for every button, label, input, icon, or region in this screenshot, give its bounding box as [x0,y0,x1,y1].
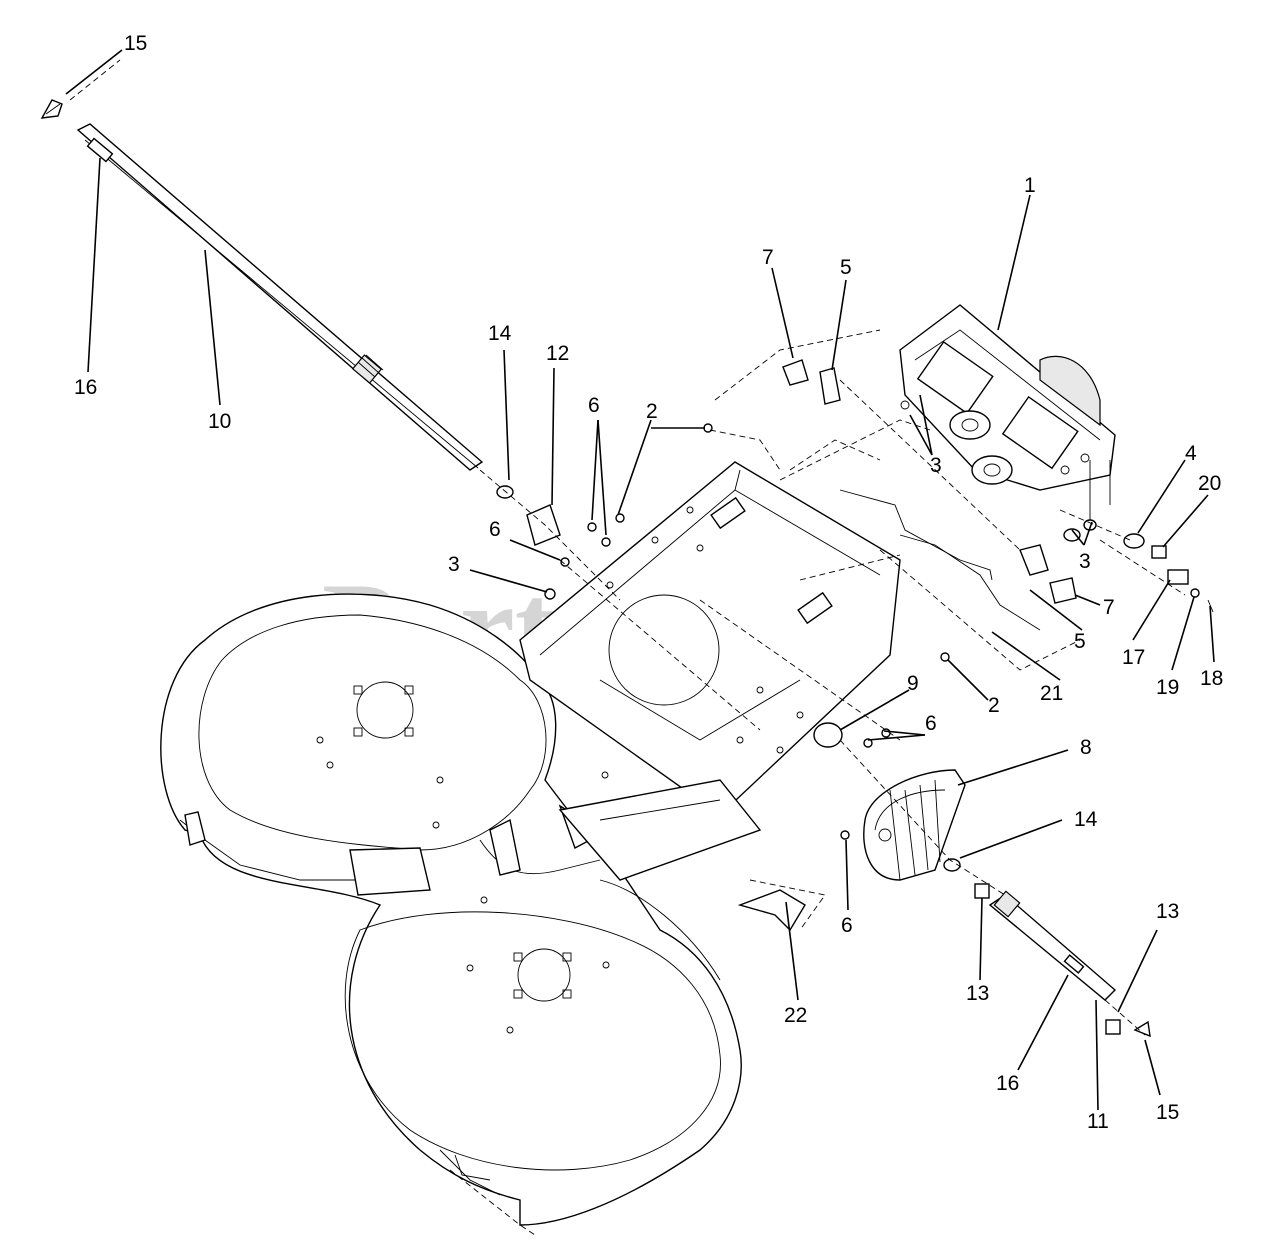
callout-15-bottom: 15 [1156,1101,1179,1124]
callout-labels: 15 16 10 14 12 6 2 6 3 7 5 1 3 3 4 20 7 … [74,32,1223,1133]
callout-17: 17 [1122,646,1145,669]
hairpin-clip-top [40,99,63,119]
chute-crank-tube [76,123,484,471]
explode-lines [69,59,1186,1236]
callout-21: 21 [1040,682,1063,705]
callout-18: 18 [1200,667,1223,690]
callout-6-left: 6 [489,518,501,541]
callout-19: 19 [1156,676,1179,699]
callout-5-right: 5 [1074,630,1086,653]
main-frame [519,461,901,881]
callout-3-left: 3 [448,553,460,576]
callout-13-left: 13 [966,982,989,1005]
callout-6-bottom: 6 [841,914,853,937]
callout-6-top: 6 [588,394,600,417]
callout-1: 1 [1024,174,1036,197]
callout-6-right: 6 [925,712,937,735]
drive-gear-plate [863,769,966,881]
callout-13-right: 13 [1156,900,1179,923]
callout-3-gearbox: 3 [930,454,942,477]
callout-3-right: 3 [1079,550,1091,573]
callout-2-top: 2 [646,400,658,423]
lower-shaft [988,890,1117,1001]
callout-10: 10 [208,410,231,433]
callout-7-right: 7 [1103,596,1115,619]
callout-4: 4 [1185,442,1197,465]
callout-7-top: 7 [762,246,774,269]
callout-11: 11 [1087,1110,1109,1133]
small-parts [496,359,1214,1038]
callout-20: 20 [1198,472,1221,495]
callout-16-top: 16 [74,376,97,399]
callout-14-right: 14 [1074,808,1098,831]
callout-22: 22 [784,1004,807,1027]
callout-2-right: 2 [988,694,1000,717]
callout-16-bottom: 16 [996,1072,1019,1095]
shift-linkage [839,489,1041,631]
callout-12: 12 [546,342,569,365]
callout-15-top: 15 [124,32,147,55]
callout-8: 8 [1080,736,1092,759]
leader-lines [65,49,1215,1111]
gearbox-assembly [899,304,1116,520]
callout-5-top: 5 [840,256,852,279]
callout-9: 9 [907,672,919,695]
callout-14-left: 14 [488,322,512,345]
